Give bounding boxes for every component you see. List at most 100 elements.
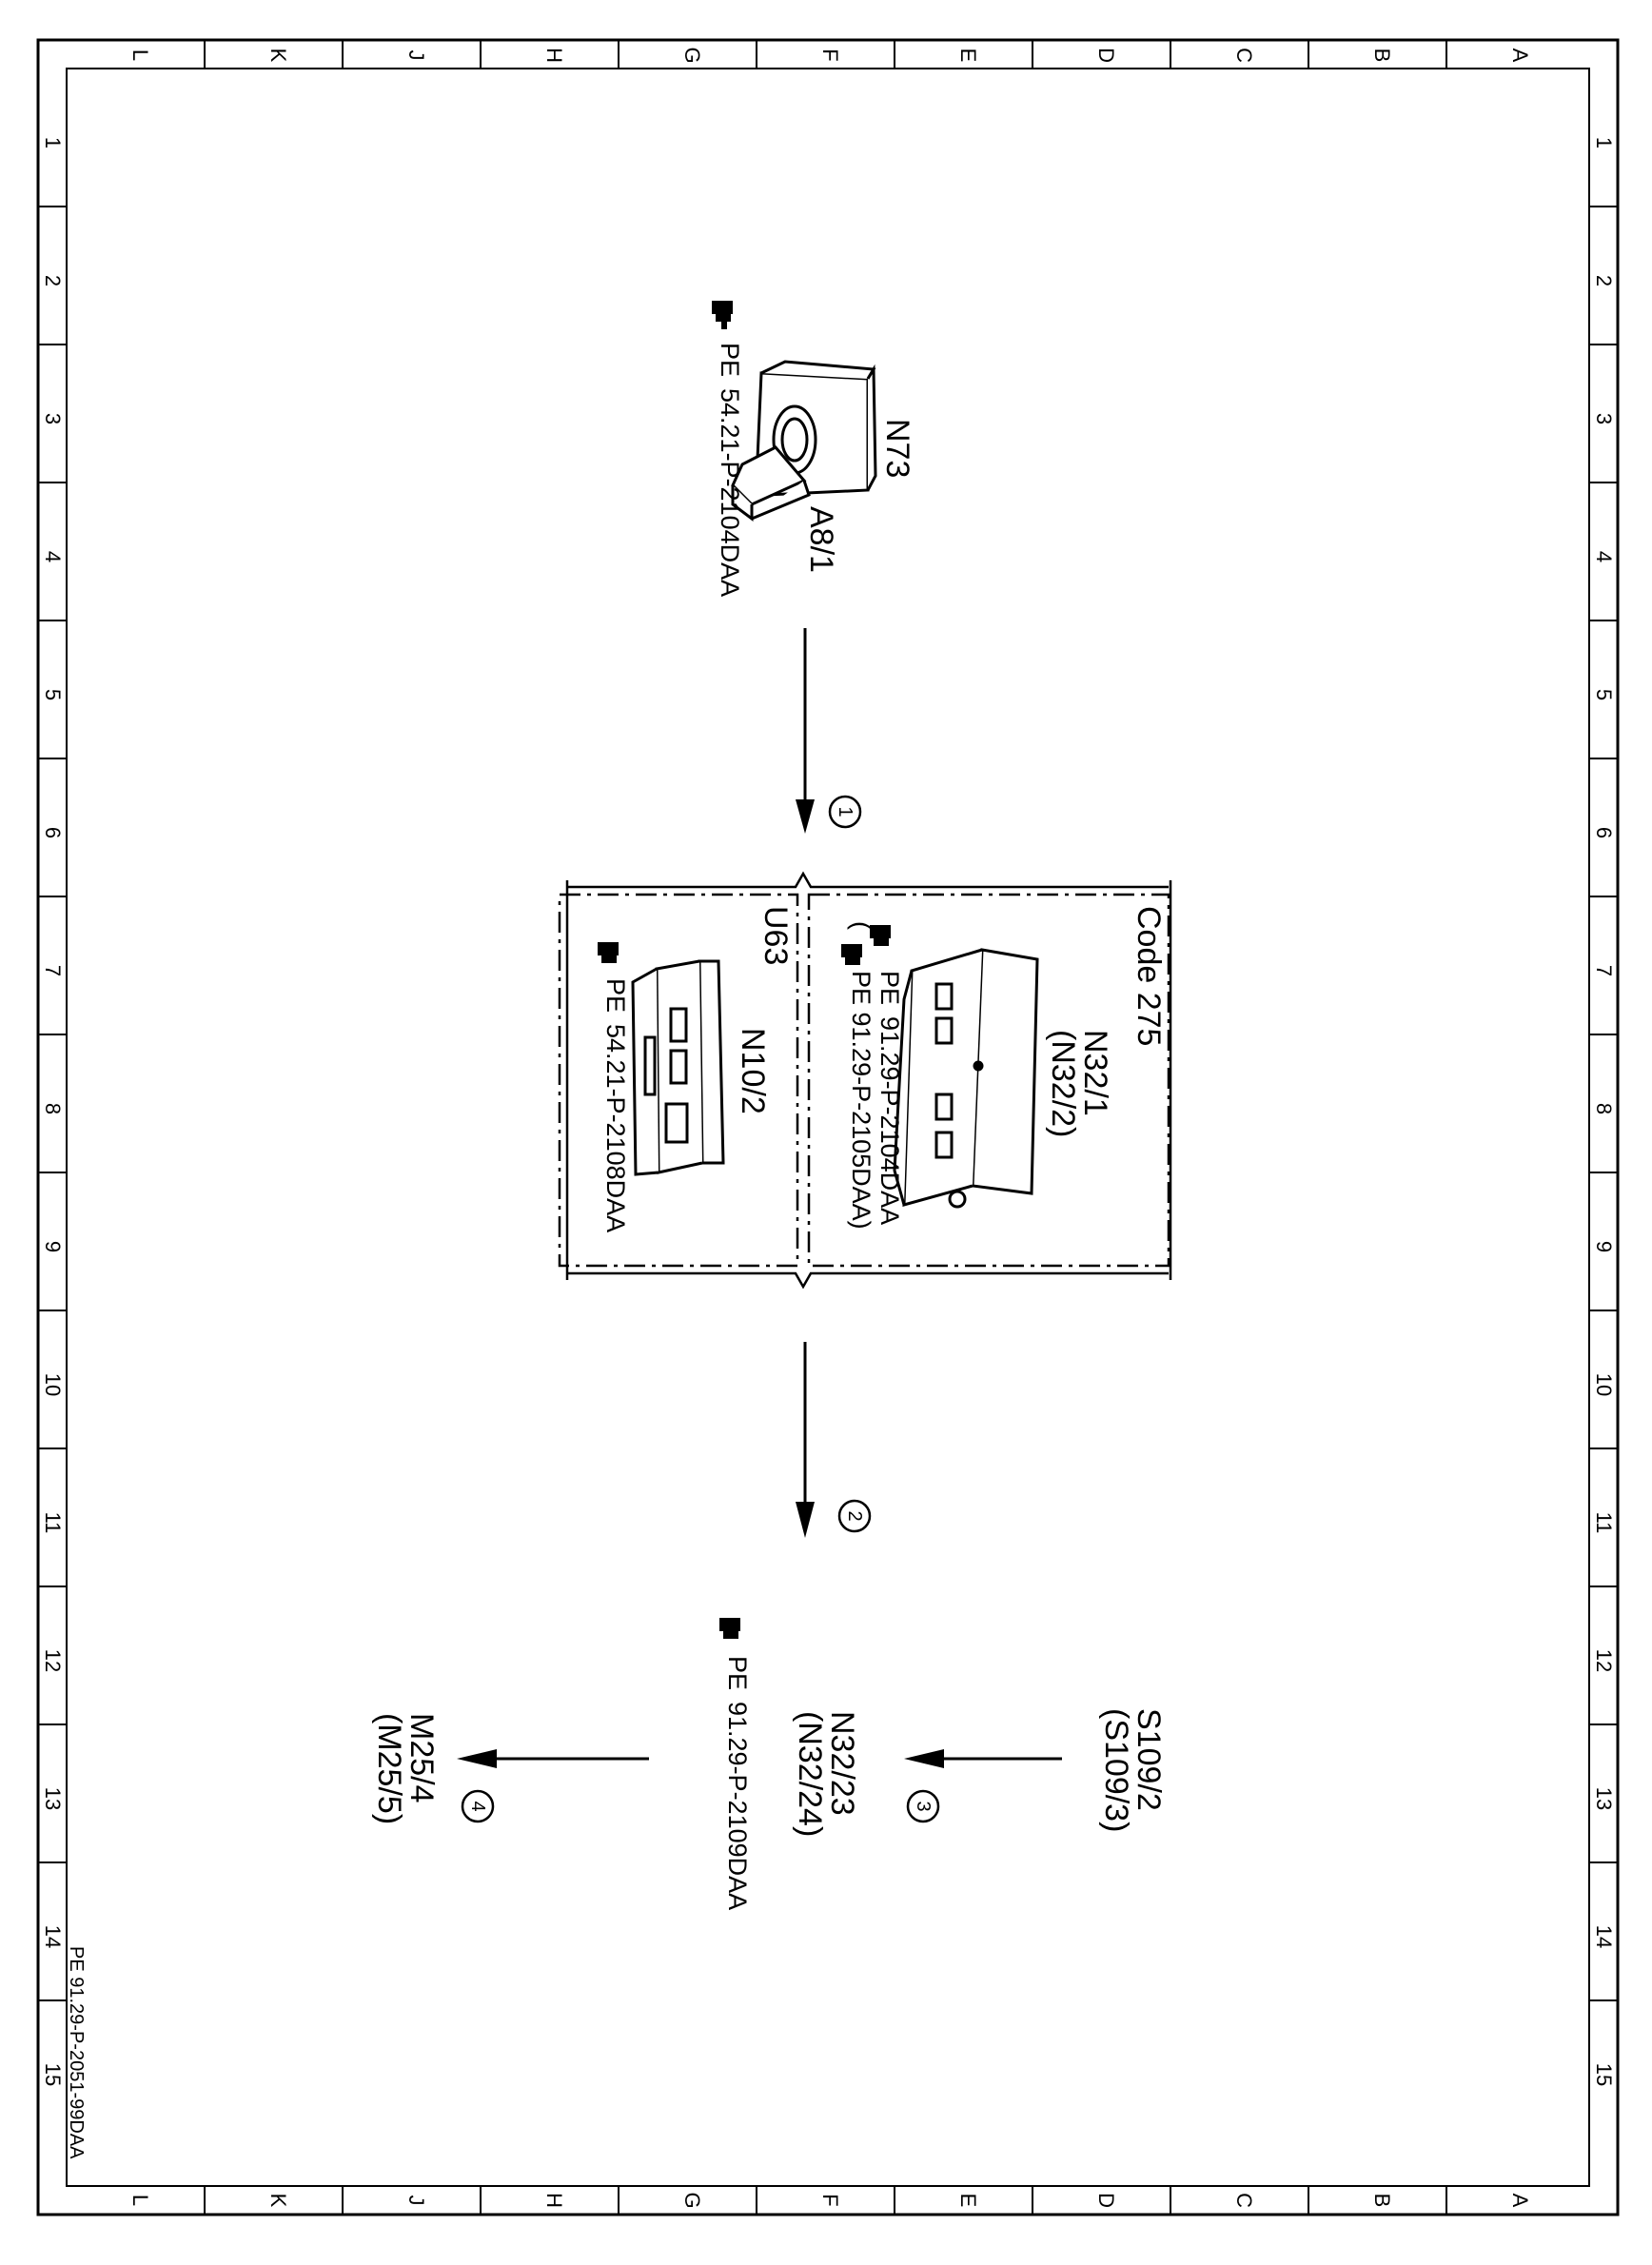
- n32-24-designation: (N32/24): [792, 1711, 828, 1837]
- row-number: 5: [41, 689, 65, 700]
- row-number: 6: [41, 827, 65, 838]
- row-number: 5: [1592, 689, 1616, 700]
- ref-prefix: PE: [716, 343, 744, 377]
- ignition-switch-ref: PE 54.21-P-2104DAA: [712, 301, 744, 597]
- ref-prefix: PE: [875, 971, 904, 1005]
- step-number: 1: [835, 806, 856, 817]
- arrow-3: [904, 1749, 1062, 1768]
- column-letters-top: L K J H G F E D C B A: [128, 47, 1532, 63]
- row-number: 7: [1592, 965, 1616, 976]
- col-letter: H: [542, 48, 566, 63]
- n32-23-designation: N32/23: [824, 1711, 860, 1816]
- reference-hand-icon: [712, 301, 733, 329]
- col-letter: E: [956, 2194, 980, 2208]
- col-letter: L: [128, 2195, 152, 2206]
- ref-prefix: PE: [723, 1656, 752, 1690]
- row-number: 11: [1592, 1512, 1616, 1534]
- n32-1-ref: PE 91.29-P-2104DAA: [870, 925, 904, 1225]
- col-letter: A: [1508, 2194, 1532, 2208]
- step-badge-3: 3: [906, 1789, 940, 1823]
- arrow-4: [457, 1749, 649, 1768]
- step-number: 4: [467, 1801, 488, 1811]
- grid-ticks: [38, 40, 1618, 2215]
- s109-2-designation: S109/2: [1131, 1708, 1167, 1811]
- n32-2-ref: ( PE 91.29-P-2105DAA): [841, 921, 875, 1230]
- row-number: 6: [1592, 827, 1616, 838]
- u63-box: [558, 893, 799, 1268]
- u63-label: U63: [757, 906, 794, 965]
- m25-4-designation: M25/4: [403, 1713, 440, 1803]
- reference-hand-icon: [598, 942, 619, 963]
- row-number: 8: [41, 1103, 65, 1114]
- row-number: 11: [41, 1512, 65, 1534]
- ref-number: PE 91.29-P-2105DAA): [847, 971, 875, 1230]
- step-badge-4: 4: [461, 1789, 495, 1823]
- step-badge-2: 2: [837, 1499, 872, 1533]
- row-numbers-left: 1 2 3 4 5 6 7 8 9 10 11 12 13 14 15: [41, 137, 65, 2086]
- n10-2-ref: PE 54.21-P-2108DAA: [598, 942, 630, 1232]
- row-number: 4: [1592, 551, 1616, 562]
- col-letter: B: [1370, 2194, 1394, 2208]
- row-number: 1: [41, 137, 65, 148]
- col-letter: C: [1232, 48, 1256, 63]
- step-badge-1: 1: [828, 795, 862, 829]
- col-letter: C: [1232, 2193, 1256, 2208]
- n32-1-designation: N32/1: [1077, 1030, 1113, 1116]
- code-275-box: [807, 893, 1170, 1268]
- row-number: 15: [1592, 2063, 1616, 2086]
- ref-number: 91.29-P-2109DAA: [723, 1702, 752, 1910]
- ref-prefix: (: [847, 921, 875, 930]
- row-number: 1: [1592, 137, 1616, 148]
- row-number: 9: [41, 1241, 65, 1252]
- step-number: 3: [913, 1801, 934, 1811]
- code-275-label: Code 275: [1131, 906, 1167, 1046]
- row-number: 3: [1592, 413, 1616, 424]
- col-letter: G: [680, 47, 704, 63]
- ignition-switch-icon: [731, 360, 877, 522]
- n32-2-designation: (N32/2): [1045, 1030, 1081, 1137]
- row-number: 9: [1592, 1241, 1616, 1252]
- ref-number: 54.21-P-2108DAA: [601, 1024, 630, 1232]
- row-number: 2: [1592, 275, 1616, 286]
- m25-5-designation: (M25/5): [371, 1713, 407, 1824]
- row-number: 2: [41, 275, 65, 286]
- row-number: 15: [41, 2063, 65, 2086]
- col-letter: H: [542, 2193, 566, 2208]
- column-letters-bottom: L K J H G F E D C B A: [128, 2192, 1532, 2208]
- col-letter: J: [404, 2196, 428, 2206]
- row-number: 8: [1592, 1103, 1616, 1114]
- col-letter: K: [266, 2194, 290, 2208]
- ref-prefix: PE: [601, 978, 630, 1013]
- n10-2-designation: N10/2: [735, 1028, 771, 1114]
- col-letter: G: [680, 2192, 704, 2208]
- col-letter: B: [1370, 49, 1394, 63]
- col-letter: E: [956, 49, 980, 63]
- row-numbers-right: 1 2 3 4 5 6 7 8 9 10 11 12 13 14 15: [1592, 137, 1616, 2086]
- row-number: 14: [1592, 1925, 1616, 1948]
- arrow-2: [796, 1342, 815, 1538]
- row-number: 12: [41, 1649, 65, 1672]
- col-letter: J: [404, 50, 428, 61]
- ref-number: 54.21-P-2104DAA: [716, 388, 744, 597]
- reference-hand-icon: [719, 1618, 740, 1639]
- ignition-key-designation: A8/1: [803, 506, 839, 573]
- col-letter: D: [1094, 48, 1118, 63]
- row-number: 13: [41, 1787, 65, 1810]
- row-number: 10: [1592, 1373, 1616, 1396]
- inner-frame: [66, 68, 1590, 2187]
- row-number: 7: [41, 965, 65, 976]
- col-letter: F: [818, 49, 842, 61]
- row-number: 4: [41, 551, 65, 562]
- control-module-icon: [893, 948, 1039, 1209]
- row-number: 10: [41, 1373, 65, 1396]
- sam-module-icon: [631, 959, 725, 1176]
- arrow-1: [796, 628, 815, 834]
- s109-3-designation: (S109/3): [1098, 1708, 1134, 1832]
- grouping-brace: [565, 871, 1172, 1290]
- step-number: 2: [844, 1510, 865, 1521]
- col-letter: A: [1508, 49, 1532, 63]
- n32-23-ref: PE 91.29-P-2109DAA: [719, 1618, 752, 1910]
- col-letter: F: [818, 2194, 842, 2206]
- row-number: 3: [41, 413, 65, 424]
